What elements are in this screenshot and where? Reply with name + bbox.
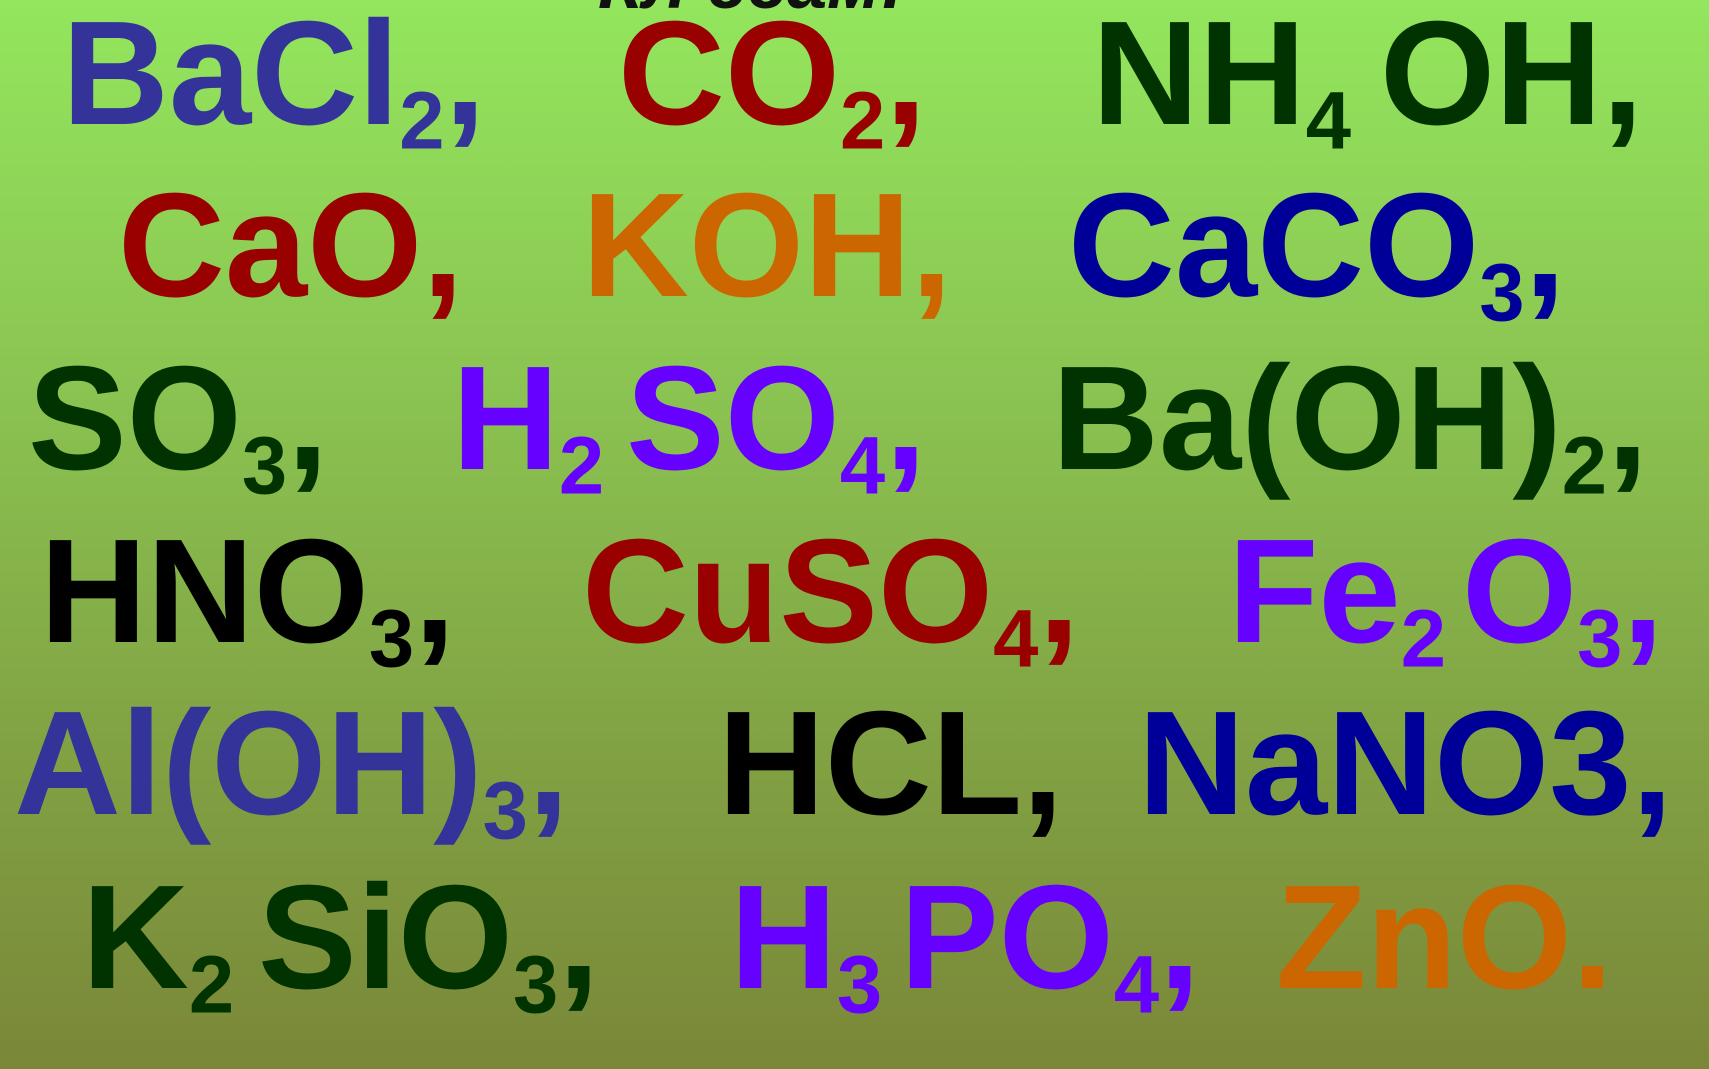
formula-text: H [730,855,837,1020]
chemical-formula: Fe2 [1228,518,1446,680]
formula-text: NH [1092,0,1306,156]
chemical-formula: OH, [1380,0,1643,148]
formula-text: H [452,336,559,501]
formula-separator: , [287,336,329,501]
formula-separator: , [558,855,600,1020]
slide-heading: Кл ссам: [598,0,904,20]
chemical-formula: Al(OH)3, [14,690,569,852]
formula-separator: , [1038,509,1080,674]
chemical-formula: CaCO3, [1068,172,1566,334]
chemical-formula: SiO3, [258,864,599,1026]
formula-separator: , [885,336,927,501]
chemical-formula: H2 [452,345,604,507]
chemical-formula: O3, [1462,518,1664,680]
chemical-formula: HNO3, [40,518,455,680]
chemical-formula: SO3, [28,345,328,507]
chemical-formula: KOH, [582,172,952,320]
formula-separator: , [422,163,464,328]
formula-subscript: 3 [512,939,559,1031]
formula-separator: , [527,681,569,846]
chemical-formula: Ba(OH)2, [1052,345,1648,507]
chemical-formula: CO2, [618,0,926,162]
formula-subscript: 2 [558,420,605,512]
chemical-formula: NaNO3, [1138,690,1673,838]
formula-separator: , [1159,855,1201,1020]
formula-text: O [1462,509,1578,674]
formula-text: Ba(OH) [1052,336,1562,501]
formula-subscript: 3 [241,420,288,512]
formula-text: SO [28,336,242,501]
formula-text: SiO [258,855,513,1020]
formula-text: CuSO [582,509,994,674]
formula-text: OH, [1380,0,1644,156]
chemical-formula: BaCl2, [62,0,486,162]
chemical-formula: PO4, [900,864,1200,1026]
formula-subscript: 4 [839,420,886,512]
chemical-formula: K2 [82,864,234,1026]
formula-separator: , [885,0,927,156]
formula-text: BaCl [62,0,400,156]
chemical-formula: HCL, [718,690,1063,838]
formula-text: SO [626,336,840,501]
formula-subscript: 3 [368,593,415,685]
formula-subscript: 3 [836,939,883,1031]
formula-text: CaCO [1068,163,1480,328]
formula-separator: , [1524,163,1566,328]
chemical-formula: SO4, [626,345,926,507]
formula-text: HNO [40,509,369,674]
formula-separator: , [1607,336,1649,501]
chemical-formula: CaO, [118,172,463,320]
chemical-formula: CuSO4, [582,518,1080,680]
chemical-formula: NH4 [1092,0,1351,162]
chemical-formula: ZnO. [1276,864,1613,1012]
formula-text: Fe [1228,509,1401,674]
formula-subscript: 2 [399,75,445,167]
formula-text: CaO [118,163,423,328]
chemical-formula: H3 [730,864,882,1026]
formula-subscript: 3 [1577,593,1623,685]
formula-text: ZnO. [1276,855,1614,1020]
formula-text: K [82,855,189,1020]
formula-text: Al(OH) [14,681,483,846]
formula-text: NaNO3, [1138,681,1673,846]
formula-text: PO [900,855,1114,1020]
formula-separator: , [910,163,953,328]
formula-separator: , [414,509,456,674]
formula-subscript: 2 [1400,593,1446,685]
formula-subscript: 2 [188,939,235,1031]
formula-separator: , [444,0,486,156]
formula-text: HCL, [718,681,1064,846]
formula-subscript: 3 [1479,247,1525,339]
formula-subscript: 2 [840,75,886,167]
formula-text: CO [618,0,840,156]
formula-separator: , [1622,509,1664,674]
formula-subscript: 4 [1305,75,1352,167]
formula-subscript: 3 [482,765,528,857]
formula-subscript: 4 [993,593,1039,685]
formula-subscript: 2 [1561,420,1608,512]
formula-subscript: 4 [1113,939,1160,1031]
formula-text: KOH [582,163,911,328]
